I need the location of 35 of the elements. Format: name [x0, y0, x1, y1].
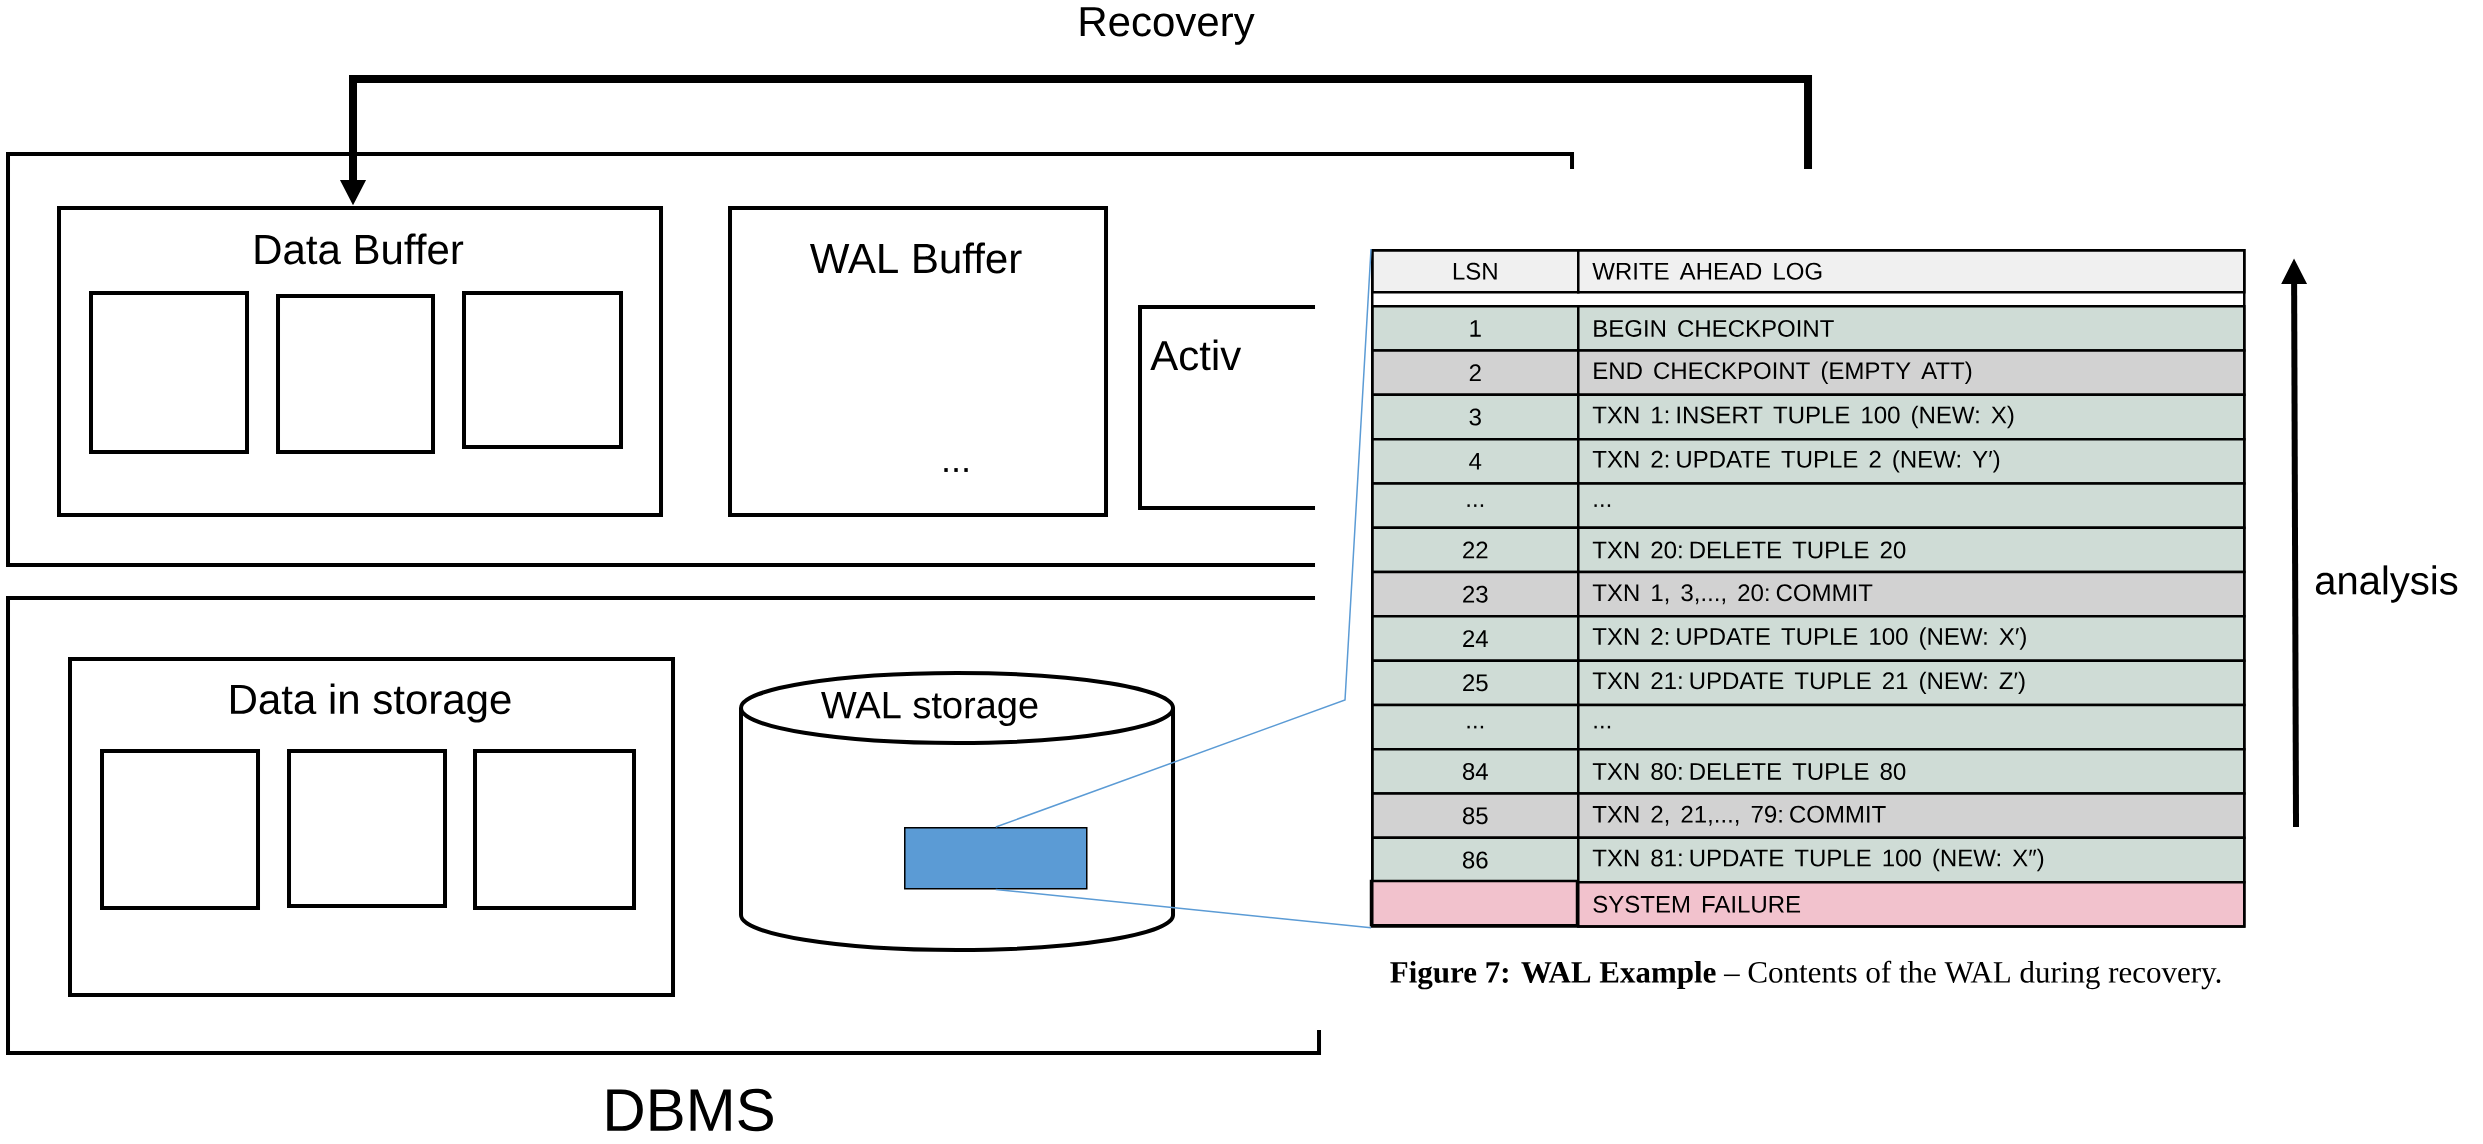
- database-cylinder: WAL storage: [739, 671, 1175, 952]
- page-box: [89, 291, 249, 454]
- table-cell: 3: [1371, 393, 1580, 441]
- edge-label: Recovery: [1075, 5, 1257, 47]
- connector-line: [995, 888, 1372, 929]
- table-cell: 1: [1371, 305, 1580, 352]
- table-cell: LSN: [1371, 249, 1580, 294]
- page-box: [100, 749, 260, 910]
- table-cell: 23: [1371, 570, 1580, 618]
- memory-frame: [6, 152, 1574, 567]
- table-cell: 85: [1371, 792, 1580, 840]
- log-block: [904, 827, 1088, 890]
- page-box: [473, 749, 636, 910]
- buffer-box: Data Buffer: [57, 206, 663, 517]
- connector-line: [995, 248, 1372, 828]
- storage-box: Data in storage: [68, 657, 675, 997]
- page-box: [462, 291, 623, 449]
- table-box: Activ: [1138, 305, 1315, 510]
- table-cell: 86: [1371, 836, 1580, 884]
- table-cell: 25: [1371, 659, 1580, 707]
- figure-caption: Figure 7: WAL Example – Contents of the WAL during recovery.: [1390, 960, 2221, 990]
- page-box: [287, 749, 447, 908]
- arrow-label: analysis: [2315, 565, 2458, 603]
- page-box: [276, 294, 435, 454]
- table-cell: ...: [1371, 703, 1580, 751]
- table-cell: 22: [1371, 526, 1580, 574]
- table-cell: ...: [1371, 482, 1580, 529]
- table-cell: 84: [1371, 748, 1580, 795]
- buffer-box: WAL Buffer ...: [728, 206, 1108, 517]
- table-cell: 24: [1371, 615, 1580, 662]
- system-label: DBMS: [607, 1088, 773, 1132]
- table-cell: 2: [1371, 349, 1580, 397]
- log-table-frame: [1371, 249, 2246, 928]
- table-cell: 4: [1371, 437, 1580, 485]
- storage-frame: [6, 596, 1321, 1055]
